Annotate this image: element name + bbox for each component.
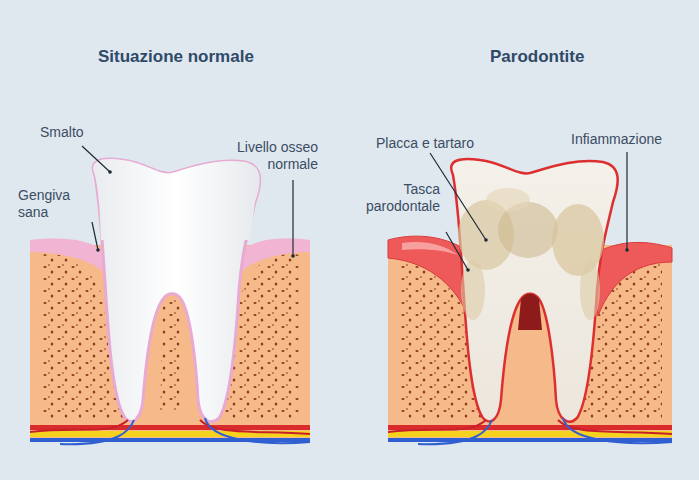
leader-lines xyxy=(82,146,627,270)
part-label: Gengiva sana xyxy=(18,187,98,221)
part-label: Placca e tartaro xyxy=(376,135,516,152)
part-label: Infiammazione xyxy=(571,131,691,148)
panel-heading: Situazione normale xyxy=(98,48,254,65)
part-label: Livello osseo normale xyxy=(218,139,318,173)
part-label: Tasca parodontale xyxy=(350,181,440,215)
panel-heading: Parodontite xyxy=(490,48,584,65)
part-label: Smalto xyxy=(40,124,120,141)
